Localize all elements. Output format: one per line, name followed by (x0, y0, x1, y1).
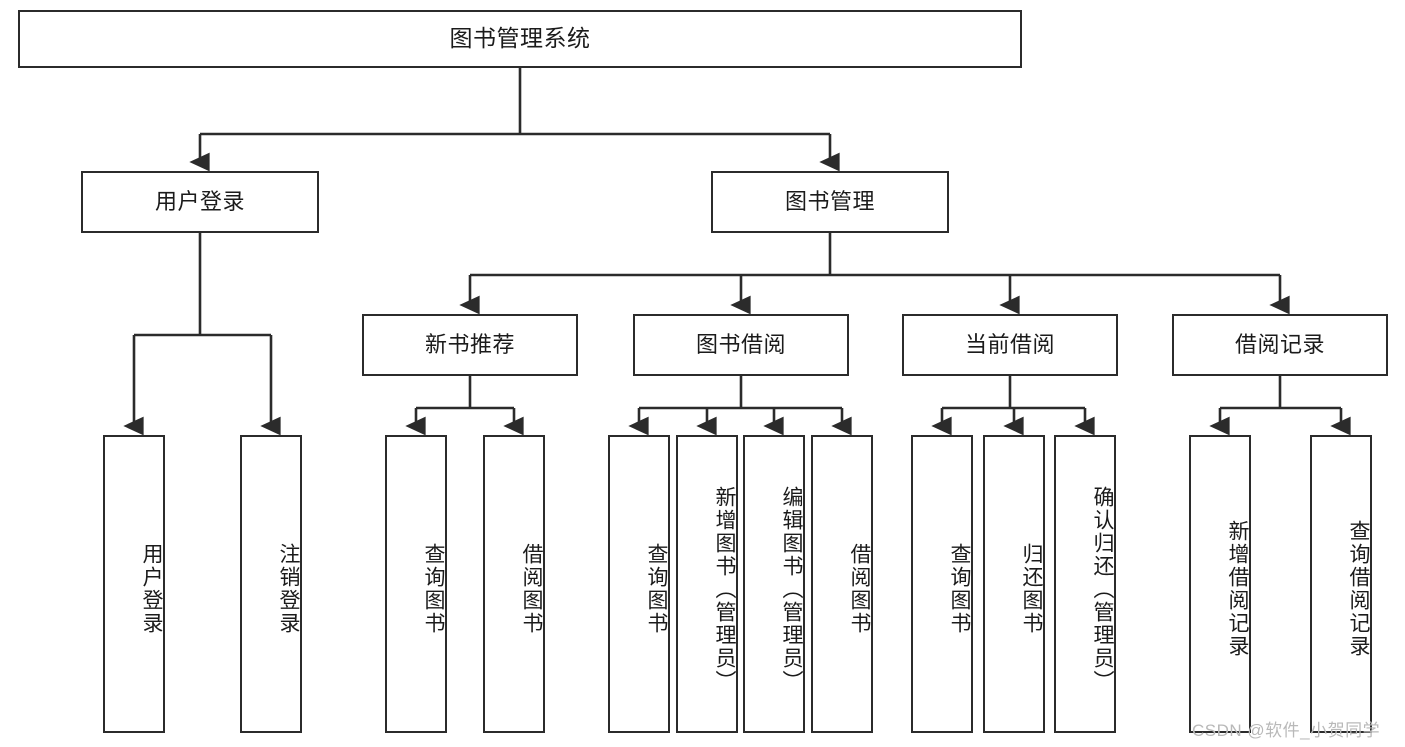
node-leaf-query-book-borrow[interactable]: 查询图书 (608, 435, 670, 733)
node-leaf-return-book[interactable]: 归还图书 (983, 435, 1045, 733)
node-label: 图书管理 (784, 189, 875, 215)
node-label: 借阅记录 (1234, 332, 1325, 358)
node-label: 新增借阅记录 (1226, 520, 1249, 658)
node-leaf-query-book-rec[interactable]: 查询图书 (385, 435, 447, 733)
node-user-login[interactable]: 用户登录 (81, 171, 319, 233)
node-leaf-add-record[interactable]: 新增借阅记录 (1189, 435, 1251, 733)
node-leaf-query-record[interactable]: 查询借阅记录 (1310, 435, 1372, 733)
node-leaf-add-book[interactable]: 新增图书（管理员） (676, 435, 738, 733)
node-label: 编辑图书（管理员） (780, 485, 803, 693)
csdn-watermark: CSDN @软件_小贺同学 (1192, 721, 1381, 740)
node-leaf-logout[interactable]: 注销登录 (240, 435, 302, 733)
node-label: 借阅图书 (848, 543, 871, 635)
node-root[interactable]: 图书管理系统 (18, 10, 1022, 68)
node-label: 确认归还（管理员） (1091, 485, 1114, 693)
node-label: 借阅图书 (520, 543, 543, 635)
node-label: 用户登录 (140, 543, 163, 635)
node-book-borrow[interactable]: 图书借阅 (633, 314, 849, 376)
node-leaf-confirm-return[interactable]: 确认归还（管理员） (1054, 435, 1116, 733)
node-label: 查询图书 (948, 543, 971, 635)
node-leaf-edit-book[interactable]: 编辑图书（管理员） (743, 435, 805, 733)
node-current-borrow[interactable]: 当前借阅 (902, 314, 1118, 376)
node-label: 查询借阅记录 (1347, 520, 1370, 658)
node-leaf-user-login[interactable]: 用户登录 (103, 435, 165, 733)
node-label: 新书推荐 (424, 332, 515, 358)
node-label: 查询图书 (645, 543, 668, 635)
node-leaf-query-book-current[interactable]: 查询图书 (911, 435, 973, 733)
node-book-manage[interactable]: 图书管理 (711, 171, 949, 233)
node-label: 用户登录 (154, 189, 245, 215)
node-label: 新增图书（管理员） (713, 485, 736, 693)
node-new-book-recommend[interactable]: 新书推荐 (362, 314, 578, 376)
node-label: 查询图书 (422, 543, 445, 635)
node-leaf-borrow-book-rec[interactable]: 借阅图书 (483, 435, 545, 733)
node-label: 图书管理系统 (449, 25, 591, 52)
node-label: 当前借阅 (964, 332, 1055, 358)
node-label: 归还图书 (1020, 543, 1043, 635)
node-borrow-record[interactable]: 借阅记录 (1172, 314, 1388, 376)
node-label: 注销登录 (277, 543, 300, 635)
node-leaf-borrow-book[interactable]: 借阅图书 (811, 435, 873, 733)
node-label: 图书借阅 (695, 332, 786, 358)
